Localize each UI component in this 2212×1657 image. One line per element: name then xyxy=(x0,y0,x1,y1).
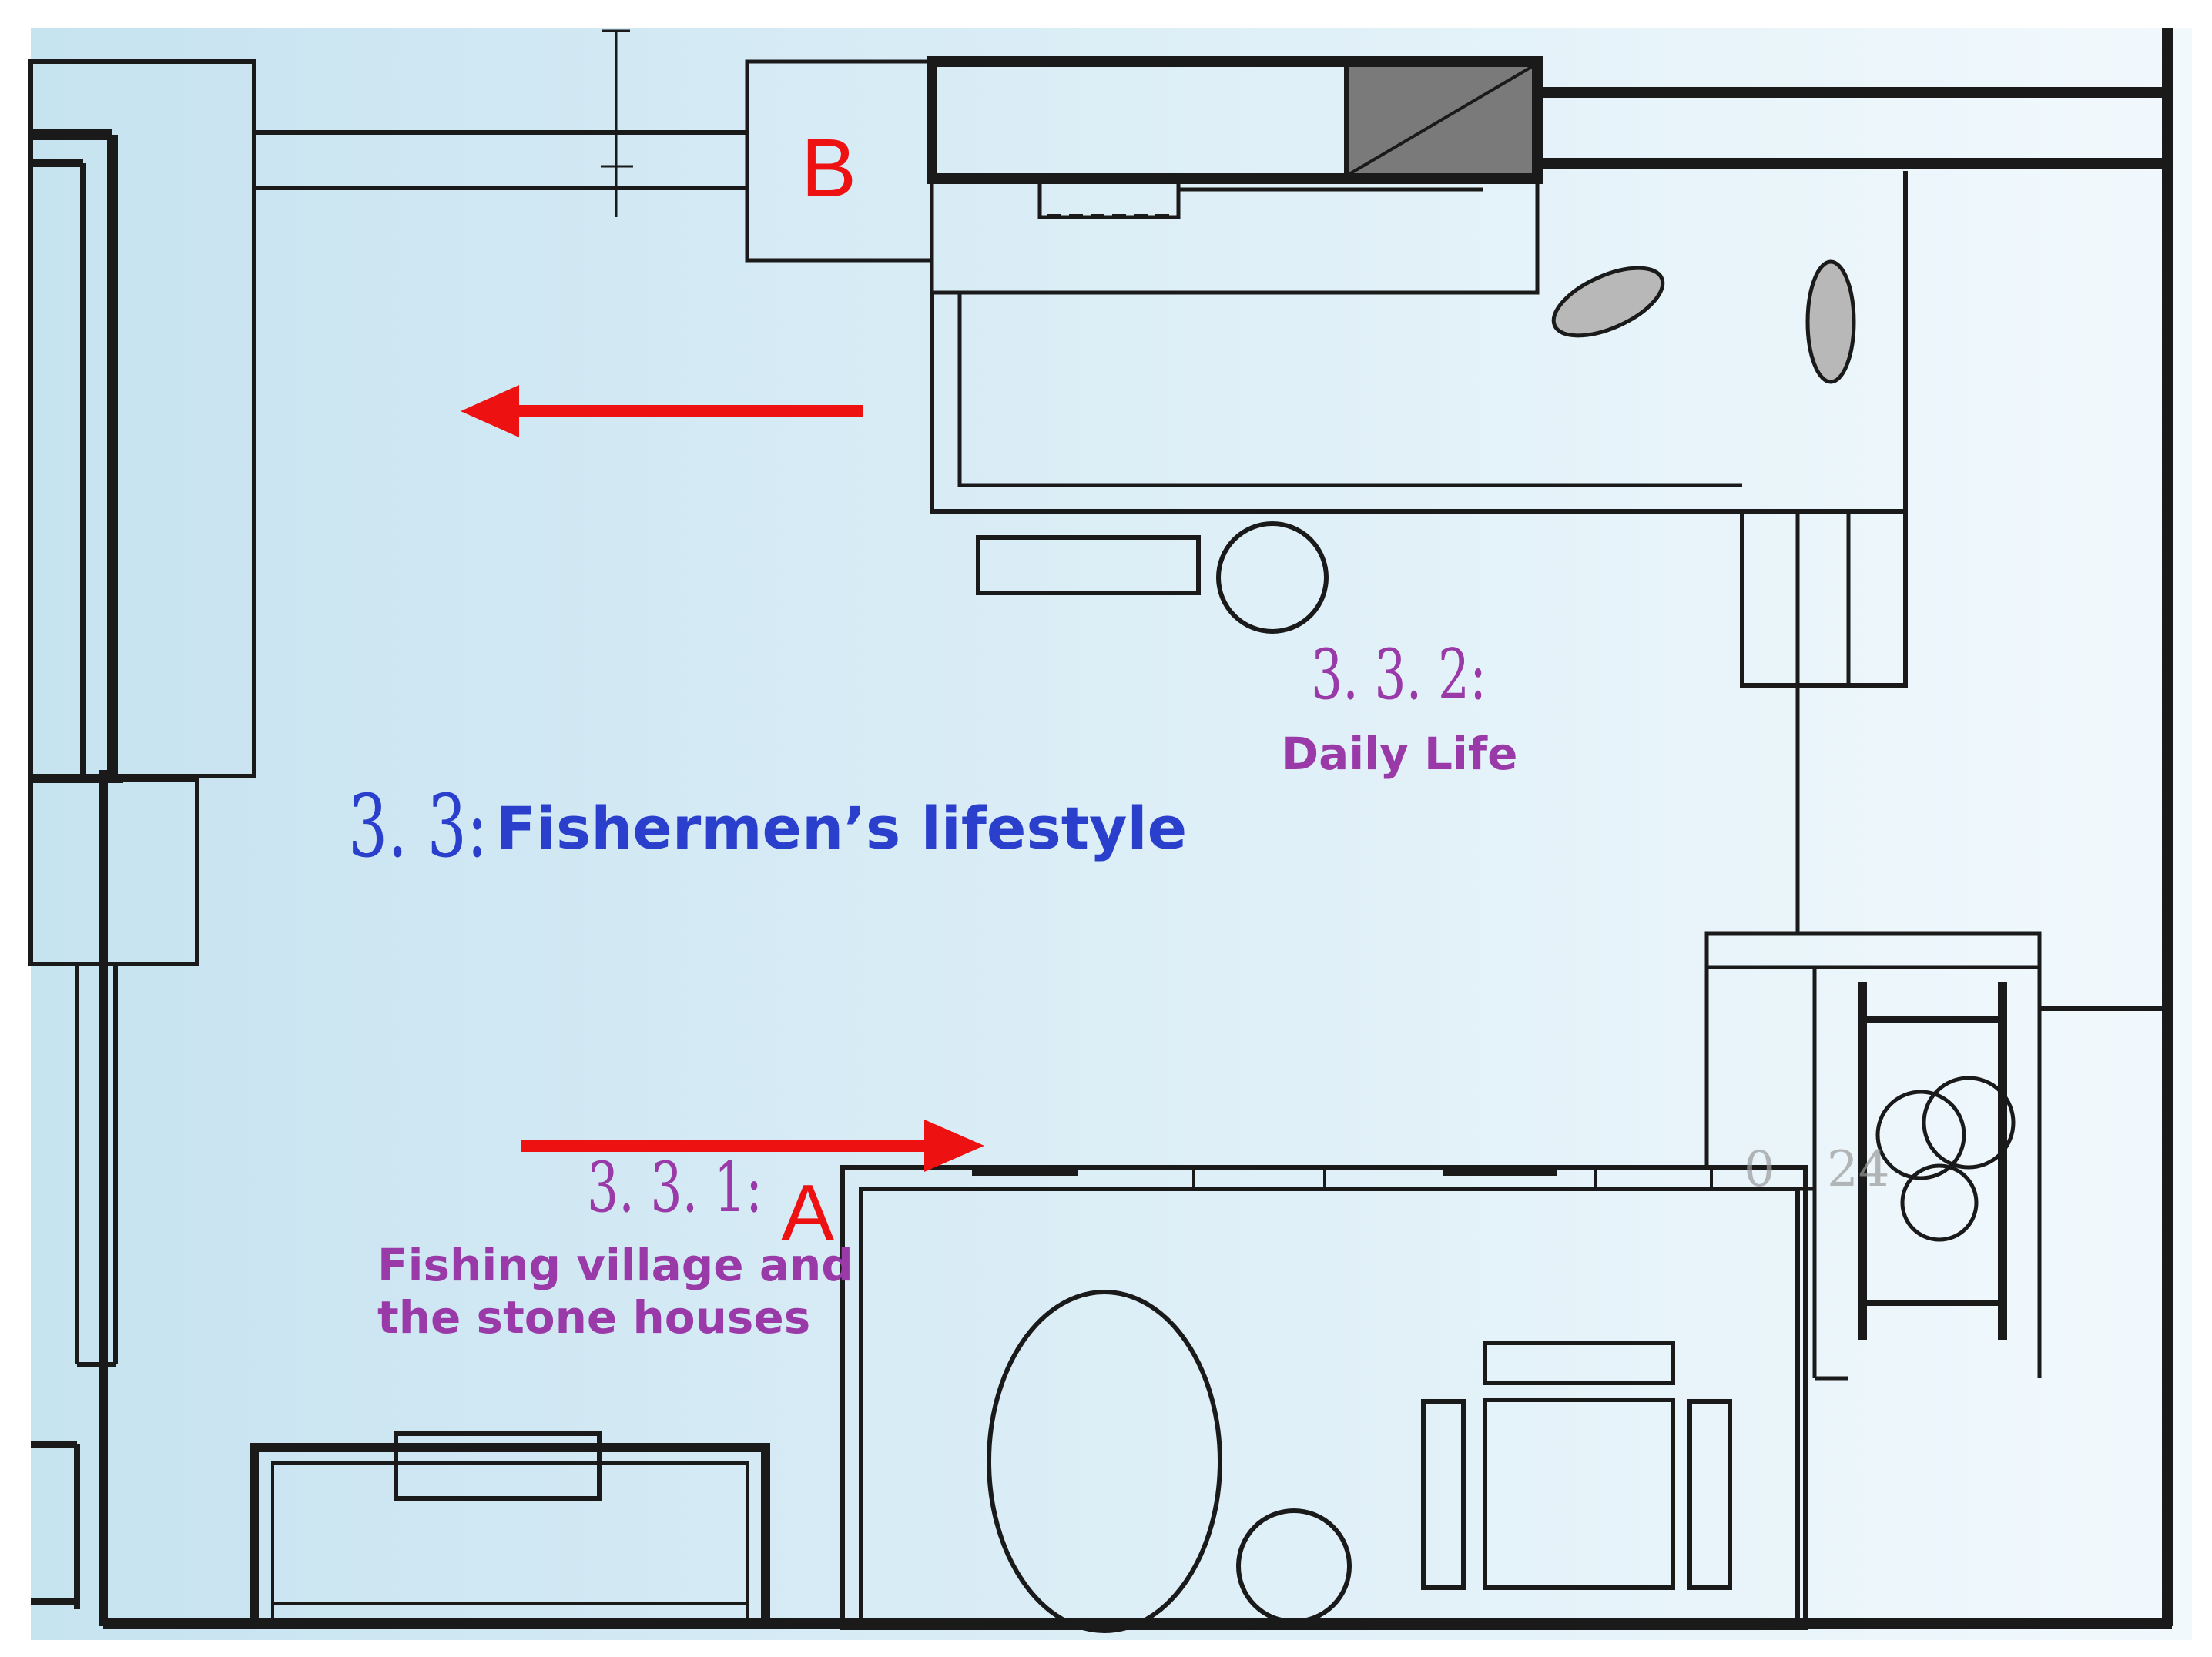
arrow-right xyxy=(521,1120,984,1172)
oval-stool-2 xyxy=(1805,259,1856,384)
outer-walls xyxy=(99,28,2173,1629)
section-331-number: 3. 3. 1: xyxy=(587,1147,762,1228)
section-main-number: 3. 3: xyxy=(348,777,488,877)
arrow-left xyxy=(461,385,863,437)
section-main-title: Fishermen’s lifestyle xyxy=(496,794,1188,862)
section-332-title: Daily Life xyxy=(1282,728,1518,780)
right-cabinet xyxy=(1704,931,2167,1381)
oval-stool-1 xyxy=(1551,266,1665,338)
round-stool xyxy=(1216,521,1329,634)
faint-mark-0: 0 xyxy=(1744,1141,1775,1198)
small-round-stool xyxy=(1236,1508,1352,1624)
chair-set xyxy=(1421,1341,1732,1590)
faint-mark-24: 24 xyxy=(1827,1141,1889,1198)
ring-stools xyxy=(1875,1076,2016,1242)
section-332-number: 3. 3. 2: xyxy=(1311,634,1486,715)
marker-b: B xyxy=(801,121,857,214)
oval-table xyxy=(987,1290,1222,1633)
section-331-title-line2: the stone houses xyxy=(377,1291,811,1344)
bottom-left-cabinet xyxy=(250,1431,770,1623)
left-wall-block xyxy=(28,59,256,1609)
marker-a: A xyxy=(781,1169,835,1258)
small-table xyxy=(976,535,1201,595)
room-a xyxy=(840,1165,1815,1630)
shaded-block-diagonal xyxy=(1348,65,1534,176)
l-bench xyxy=(930,171,1908,933)
section-331-title-line1: Fishing village and xyxy=(377,1239,853,1291)
